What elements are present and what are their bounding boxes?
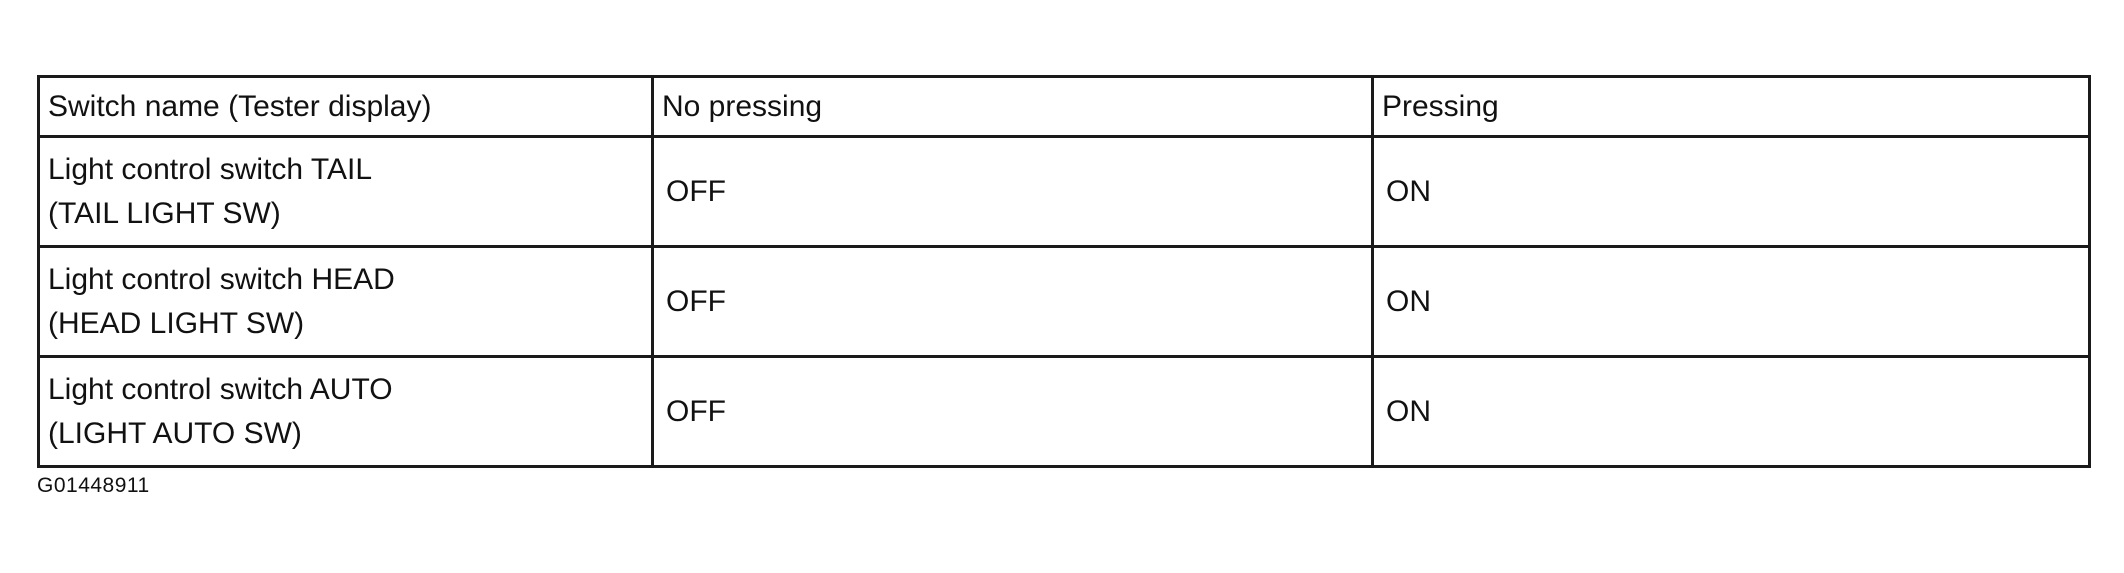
table-row: Light control switch AUTO (LIGHT AUTO SW… — [37, 355, 2091, 468]
no-pressing-value: OFF — [651, 245, 1374, 358]
switch-name-cell: Light control switch AUTO (LIGHT AUTO SW… — [37, 355, 654, 468]
header-no-pressing: No pressing — [651, 75, 1374, 138]
switch-name-cell: Light control switch HEAD (HEAD LIGHT SW… — [37, 245, 654, 358]
switch-name-cell: Light control switch TAIL (TAIL LIGHT SW… — [37, 135, 654, 248]
switch-status-table: Switch name (Tester display) No pressing… — [37, 75, 2091, 468]
figure-code: G01448911 — [37, 474, 150, 497]
table-row: Light control switch TAIL (TAIL LIGHT SW… — [37, 135, 2091, 248]
table-row: Light control switch HEAD (HEAD LIGHT SW… — [37, 245, 2091, 358]
table-header-row: Switch name (Tester display) No pressing… — [37, 75, 2091, 138]
header-pressing: Pressing — [1371, 75, 2091, 138]
no-pressing-value: OFF — [651, 135, 1374, 248]
switch-name-line: Light control switch AUTO — [48, 372, 393, 406]
switch-name-line: Light control switch TAIL — [48, 152, 373, 186]
no-pressing-value: OFF — [651, 355, 1374, 468]
pressing-value: ON — [1371, 245, 2091, 358]
header-switch-name: Switch name (Tester display) — [37, 75, 654, 138]
pressing-value: ON — [1371, 355, 2091, 468]
pressing-value: ON — [1371, 135, 2091, 248]
switch-name-line: Light control switch HEAD — [48, 262, 395, 296]
tester-display-line: (HEAD LIGHT SW) — [48, 306, 305, 340]
tester-display-line: (LIGHT AUTO SW) — [48, 416, 302, 450]
tester-display-line: (TAIL LIGHT SW) — [48, 196, 281, 230]
